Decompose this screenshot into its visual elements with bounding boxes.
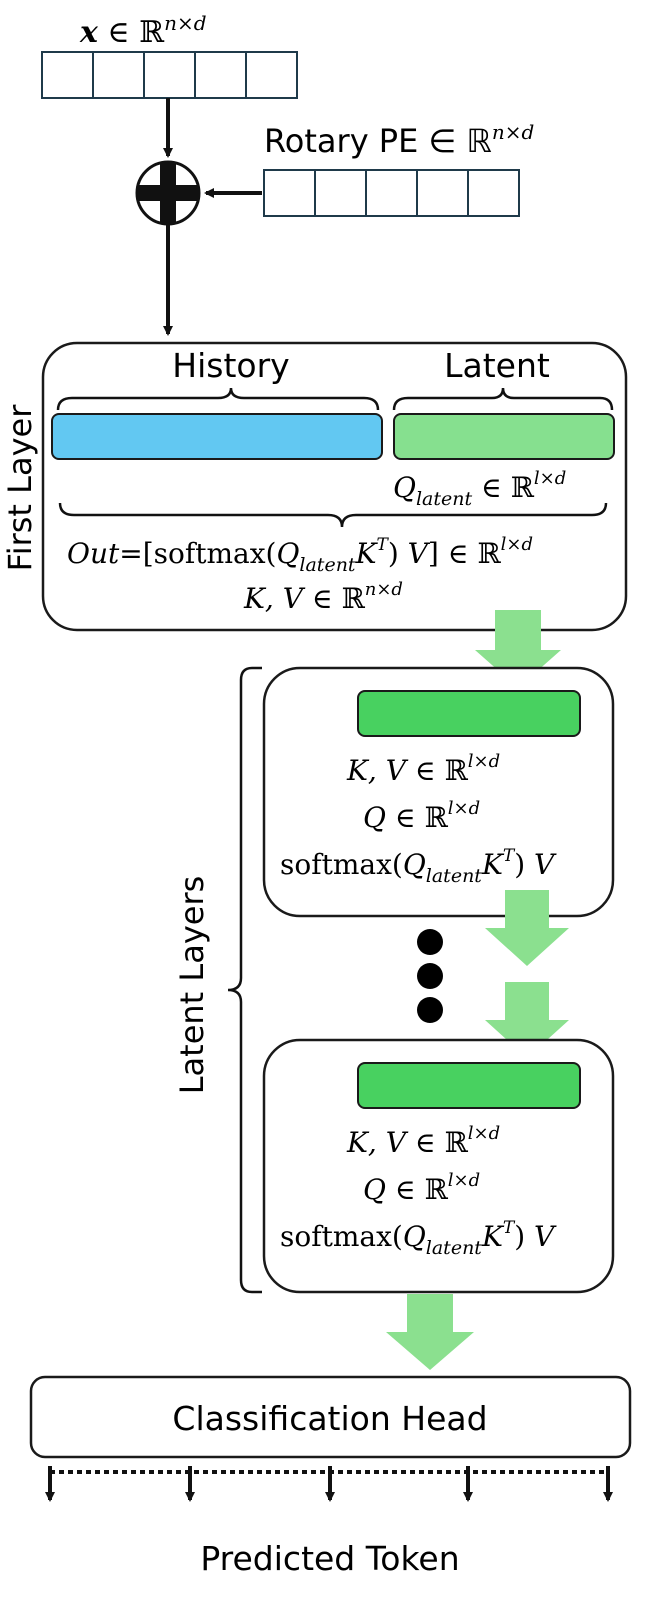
add-icon (135, 160, 201, 226)
latent-layer-token-bar-2 (357, 1062, 581, 1109)
history-label: History (172, 346, 289, 385)
first-layer-side-label: First Layer (1, 404, 39, 572)
latent-layers-side-label: Latent Layers (173, 876, 211, 1095)
history-token-bar (51, 413, 383, 460)
latent-1-kv-equation: K, V ∈ ℝl×d (346, 751, 500, 787)
rope-vector (263, 169, 520, 217)
latent-token-bar (393, 413, 615, 460)
latent-layers-brace (227, 666, 262, 1294)
latent-label: Latent (444, 346, 550, 385)
input-x-label: 𝒙 ∈ ℝn×d (79, 11, 207, 50)
output-arrows (45, 1466, 613, 1502)
classification-head-box (29, 1375, 632, 1459)
history-brace (56, 387, 380, 411)
flow-arrow-4 (386, 1294, 474, 1370)
all-tokens-brace (58, 502, 608, 528)
latent-1-q-equation: Q ∈ ℝl×d (363, 798, 480, 834)
predicted-token-label: Predicted Token (200, 1539, 459, 1578)
flow-arrow-2 (485, 890, 569, 966)
latent-2-attention-equation: softmax(QlatentKT) V (280, 1218, 557, 1259)
rope-label: Rotary PE ∈ ℝn×d (264, 120, 534, 160)
q-latent-equation: Qlatent ∈ ℝl×d (393, 468, 566, 510)
input-x-vector (41, 51, 298, 99)
first-layer-kv-equation: K, V ∈ ℝn×d (243, 579, 403, 615)
latent-2-kv-equation: K, V ∈ ℝl×d (346, 1123, 500, 1159)
classification-head-label: Classification Head (172, 1399, 487, 1438)
first-layer-output-equation: Out=[softmax(QlatentKT) V] ∈ ℝl×d (67, 534, 533, 576)
latent-1-attention-equation: softmax(QlatentKT) V (280, 846, 557, 887)
latent-2-q-equation: Q ∈ ℝl×d (363, 1170, 480, 1206)
ellipsis-icon (417, 929, 443, 1023)
latent-layer-token-bar-1 (357, 690, 581, 737)
latent-brace (392, 387, 614, 411)
